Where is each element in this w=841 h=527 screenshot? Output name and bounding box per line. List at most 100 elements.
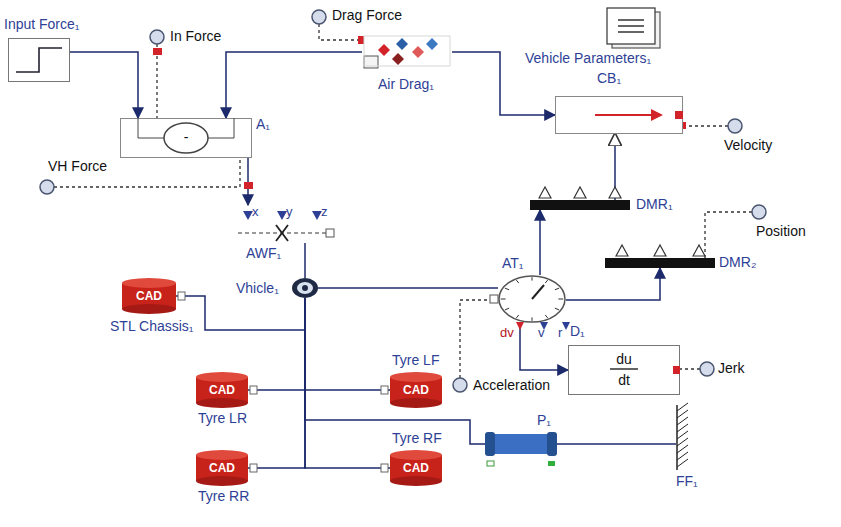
block-label: Tyre RR [198, 488, 249, 504]
block-label: AWF₁ [246, 245, 281, 261]
force-input-block: xyzAWF₁ [238, 205, 338, 243]
node-text: Jerk [718, 360, 744, 376]
signal-wire [566, 268, 660, 300]
node-text: Velocity [724, 137, 772, 153]
mux-bar-outline [530, 200, 630, 210]
step-input-block-outline [8, 38, 70, 82]
node-text: y [286, 204, 293, 220]
vehicle-joint: Vhicle₁ [292, 278, 318, 298]
signal-wire [305, 298, 485, 444]
prismatic-joint-outline [485, 432, 557, 456]
sensor-link [460, 300, 498, 378]
probe-circle: Velocity [728, 119, 742, 133]
signal-wire [539, 210, 541, 275]
mux-bar-outline [605, 258, 715, 268]
probe-circle-outline [453, 378, 467, 392]
signal-port [153, 36, 686, 189]
vehicle-body-block-outline [555, 96, 683, 134]
node-text: v [538, 325, 545, 341]
block-label: DMR₂ [719, 254, 756, 270]
probe-circle: Drag Force [312, 10, 326, 24]
fixed-frame: FF₁ [676, 405, 686, 470]
cad-tyre: CADTyre RR [196, 450, 248, 486]
node-text: du [616, 351, 632, 367]
block-label: FF₁ [676, 473, 698, 489]
signal-wire [70, 52, 138, 118]
node-text: CAD [209, 460, 235, 476]
node-text: CAD [403, 460, 429, 476]
cad-tyre: CADTyre RF [390, 450, 442, 486]
node-text: x [252, 204, 259, 220]
signal-wire [557, 443, 676, 445]
node-text: dt [618, 372, 630, 388]
block-label: A₁ [256, 116, 270, 132]
signal-wire [305, 298, 390, 390]
air-drag-block: Air Drag₁ [362, 32, 452, 72]
block-label: STL Chassis₁ [110, 318, 194, 334]
node-text: z [321, 204, 328, 220]
block-label: Air Drag₁ [378, 76, 434, 92]
node-text: CAD [403, 382, 429, 398]
sensor-link [683, 125, 728, 126]
signal-wire [318, 287, 498, 289]
probe-circle-outline [312, 10, 326, 24]
probe-circle: Acceleration [453, 378, 467, 392]
mux-bar: DMR₂ [605, 258, 715, 268]
signal-wire [247, 158, 249, 205]
acceleration-sensor-outline [498, 275, 566, 323]
sensor-link [156, 44, 157, 118]
mux-bar: DMR₁ [530, 200, 630, 210]
fixed-frame-outline [676, 405, 686, 470]
node-text: Drag Force [332, 7, 402, 23]
node-text: Position [756, 223, 806, 239]
node-text: dv [500, 325, 514, 341]
block-label: D₁ [570, 323, 585, 339]
sensor-link [680, 368, 700, 369]
block-label: P₁ [537, 412, 551, 428]
derivative-block: D₁dudt [568, 345, 680, 395]
probe-circle: Jerk [700, 362, 714, 376]
probe-circle-outline [700, 362, 714, 376]
block-label: CB₁ [597, 70, 621, 86]
block-label: Input Force₁ [4, 16, 80, 32]
sensor-link [705, 212, 752, 258]
block-label: Tyre RF [392, 430, 442, 446]
probe-circle-outline [40, 180, 54, 194]
adder-block: -A₁ [120, 118, 252, 158]
block-label: DMR₁ [636, 196, 673, 212]
cad-tyre: CADTyre LF [390, 372, 442, 408]
vehicle-joint-outline [292, 278, 318, 298]
probe-circle-outline [728, 119, 742, 133]
signal-wire [176, 296, 305, 330]
probe-circle-outline [752, 205, 766, 219]
sensor-link [319, 24, 362, 40]
cad-tyre: CADTyre LR [196, 372, 248, 408]
block-label: Tyre LR [198, 410, 247, 426]
node-text: - [184, 129, 189, 145]
probe-circle: In Force [150, 30, 164, 44]
signal-wire [226, 52, 362, 118]
signal-wire [304, 243, 306, 278]
prismatic-joint: P₁ [485, 432, 557, 456]
acceleration-sensor: AT₁dvvr [498, 275, 566, 323]
node-text: VH Force [48, 158, 107, 174]
node-text: CAD [136, 288, 162, 304]
node-text: Acceleration [473, 377, 550, 393]
cad-body: CADSTL Chassis₁ [122, 278, 176, 314]
block-label: Tyre LF [392, 352, 439, 368]
block-label: Vhicle₁ [236, 280, 279, 296]
document-icon [607, 8, 660, 48]
signal-wire [305, 298, 390, 468]
probe-circle: VH Force [40, 180, 54, 194]
vehicle-body-block: Vehicle Parameters₁CB₁ [555, 96, 683, 134]
probe-circle-outline [150, 30, 164, 44]
step-input-block: Input Force₁ [8, 38, 70, 82]
signal-wire [520, 323, 568, 370]
node-text: CAD [209, 382, 235, 398]
probe-circle: Position [752, 205, 766, 219]
node-text: r [558, 325, 562, 341]
signal-wire [248, 298, 305, 390]
node-text: In Force [170, 28, 221, 44]
air-drag-block-outline [362, 32, 452, 72]
block-label: Vehicle Parameters₁ [525, 50, 651, 66]
